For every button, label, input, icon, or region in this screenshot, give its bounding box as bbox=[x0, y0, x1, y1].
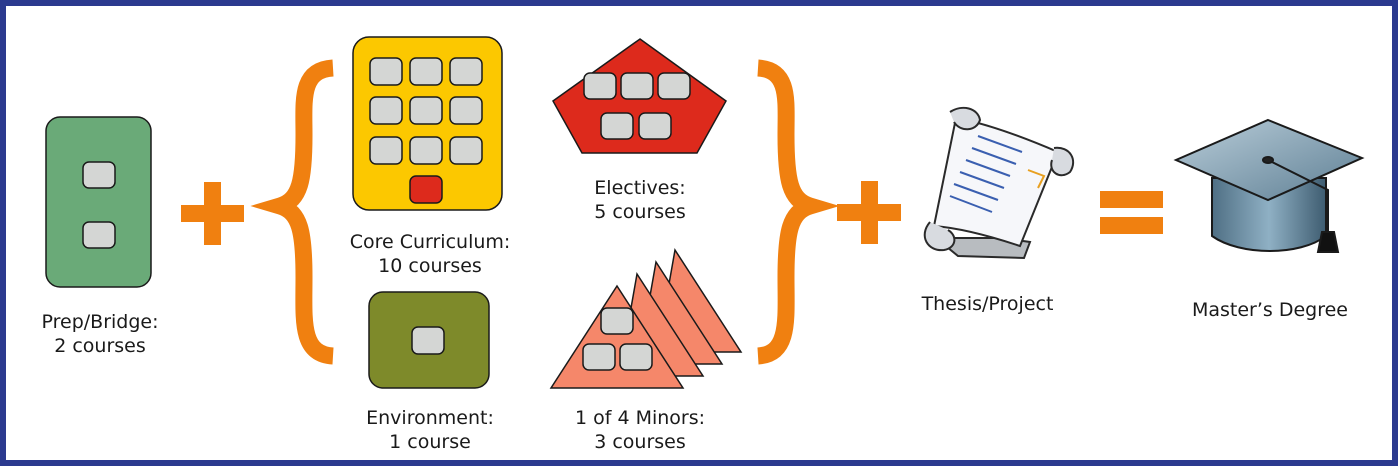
course-slot bbox=[449, 57, 483, 86]
left-brace bbox=[250, 59, 335, 365]
course-slot bbox=[409, 96, 443, 125]
course-slot bbox=[583, 72, 617, 100]
electives-count: 5 courses bbox=[594, 201, 686, 223]
course-slot bbox=[409, 136, 443, 165]
equals-operator bbox=[1100, 191, 1163, 234]
scroll-icon bbox=[923, 106, 1075, 260]
degree-label: Master’s Degree bbox=[1175, 298, 1365, 322]
course-slot bbox=[369, 136, 403, 165]
course-slot bbox=[82, 221, 116, 249]
environment-block bbox=[368, 291, 490, 389]
plus-operator bbox=[837, 181, 901, 244]
right-brace bbox=[756, 59, 840, 365]
core-curriculum-block bbox=[352, 36, 503, 211]
prep-bridge-label: Prep/Bridge: 2 courses bbox=[30, 310, 170, 358]
electives-block bbox=[552, 38, 727, 154]
environment-label: Environment: 1 course bbox=[350, 406, 510, 454]
core-curriculum-title: Core Curriculum: bbox=[349, 231, 511, 253]
prep-bridge-count: 2 courses bbox=[54, 335, 146, 357]
course-slot bbox=[582, 343, 616, 371]
course-slot bbox=[369, 57, 403, 86]
minors-count: 3 courses bbox=[594, 431, 686, 453]
course-slot bbox=[449, 96, 483, 125]
environment-title: Environment: bbox=[366, 407, 494, 429]
core-curriculum-count: 10 courses bbox=[378, 255, 482, 277]
highlighted-course-slot bbox=[409, 175, 443, 204]
course-slot bbox=[620, 72, 654, 100]
course-slot bbox=[369, 96, 403, 125]
thesis-label: Thesis/Project bbox=[900, 292, 1075, 316]
course-slot bbox=[638, 112, 672, 140]
prep-bridge-block bbox=[45, 116, 152, 288]
plus-operator bbox=[181, 182, 244, 245]
graduation-cap-icon bbox=[1173, 118, 1365, 253]
minors-block bbox=[549, 247, 743, 389]
prep-bridge-title: Prep/Bridge: bbox=[41, 311, 159, 333]
thesis-title: Thesis/Project bbox=[921, 293, 1054, 315]
course-slot bbox=[657, 72, 691, 100]
electives-title: Electives: bbox=[594, 177, 686, 199]
minors-label: 1 of 4 Minors: 3 courses bbox=[560, 406, 720, 454]
environment-count: 1 course bbox=[389, 431, 471, 453]
degree-title: Master’s Degree bbox=[1191, 299, 1349, 321]
electives-label: Electives: 5 courses bbox=[560, 176, 720, 224]
course-slot bbox=[409, 57, 443, 86]
prep-bridge-shape bbox=[45, 116, 152, 288]
course-slot bbox=[600, 112, 634, 140]
core-curriculum-label: Core Curriculum: 10 courses bbox=[340, 230, 520, 278]
course-slot bbox=[411, 326, 445, 355]
course-slot bbox=[82, 161, 116, 189]
course-slot bbox=[619, 343, 653, 371]
course-slot bbox=[600, 307, 634, 335]
course-slot bbox=[449, 136, 483, 165]
minors-title: 1 of 4 Minors: bbox=[574, 407, 706, 429]
